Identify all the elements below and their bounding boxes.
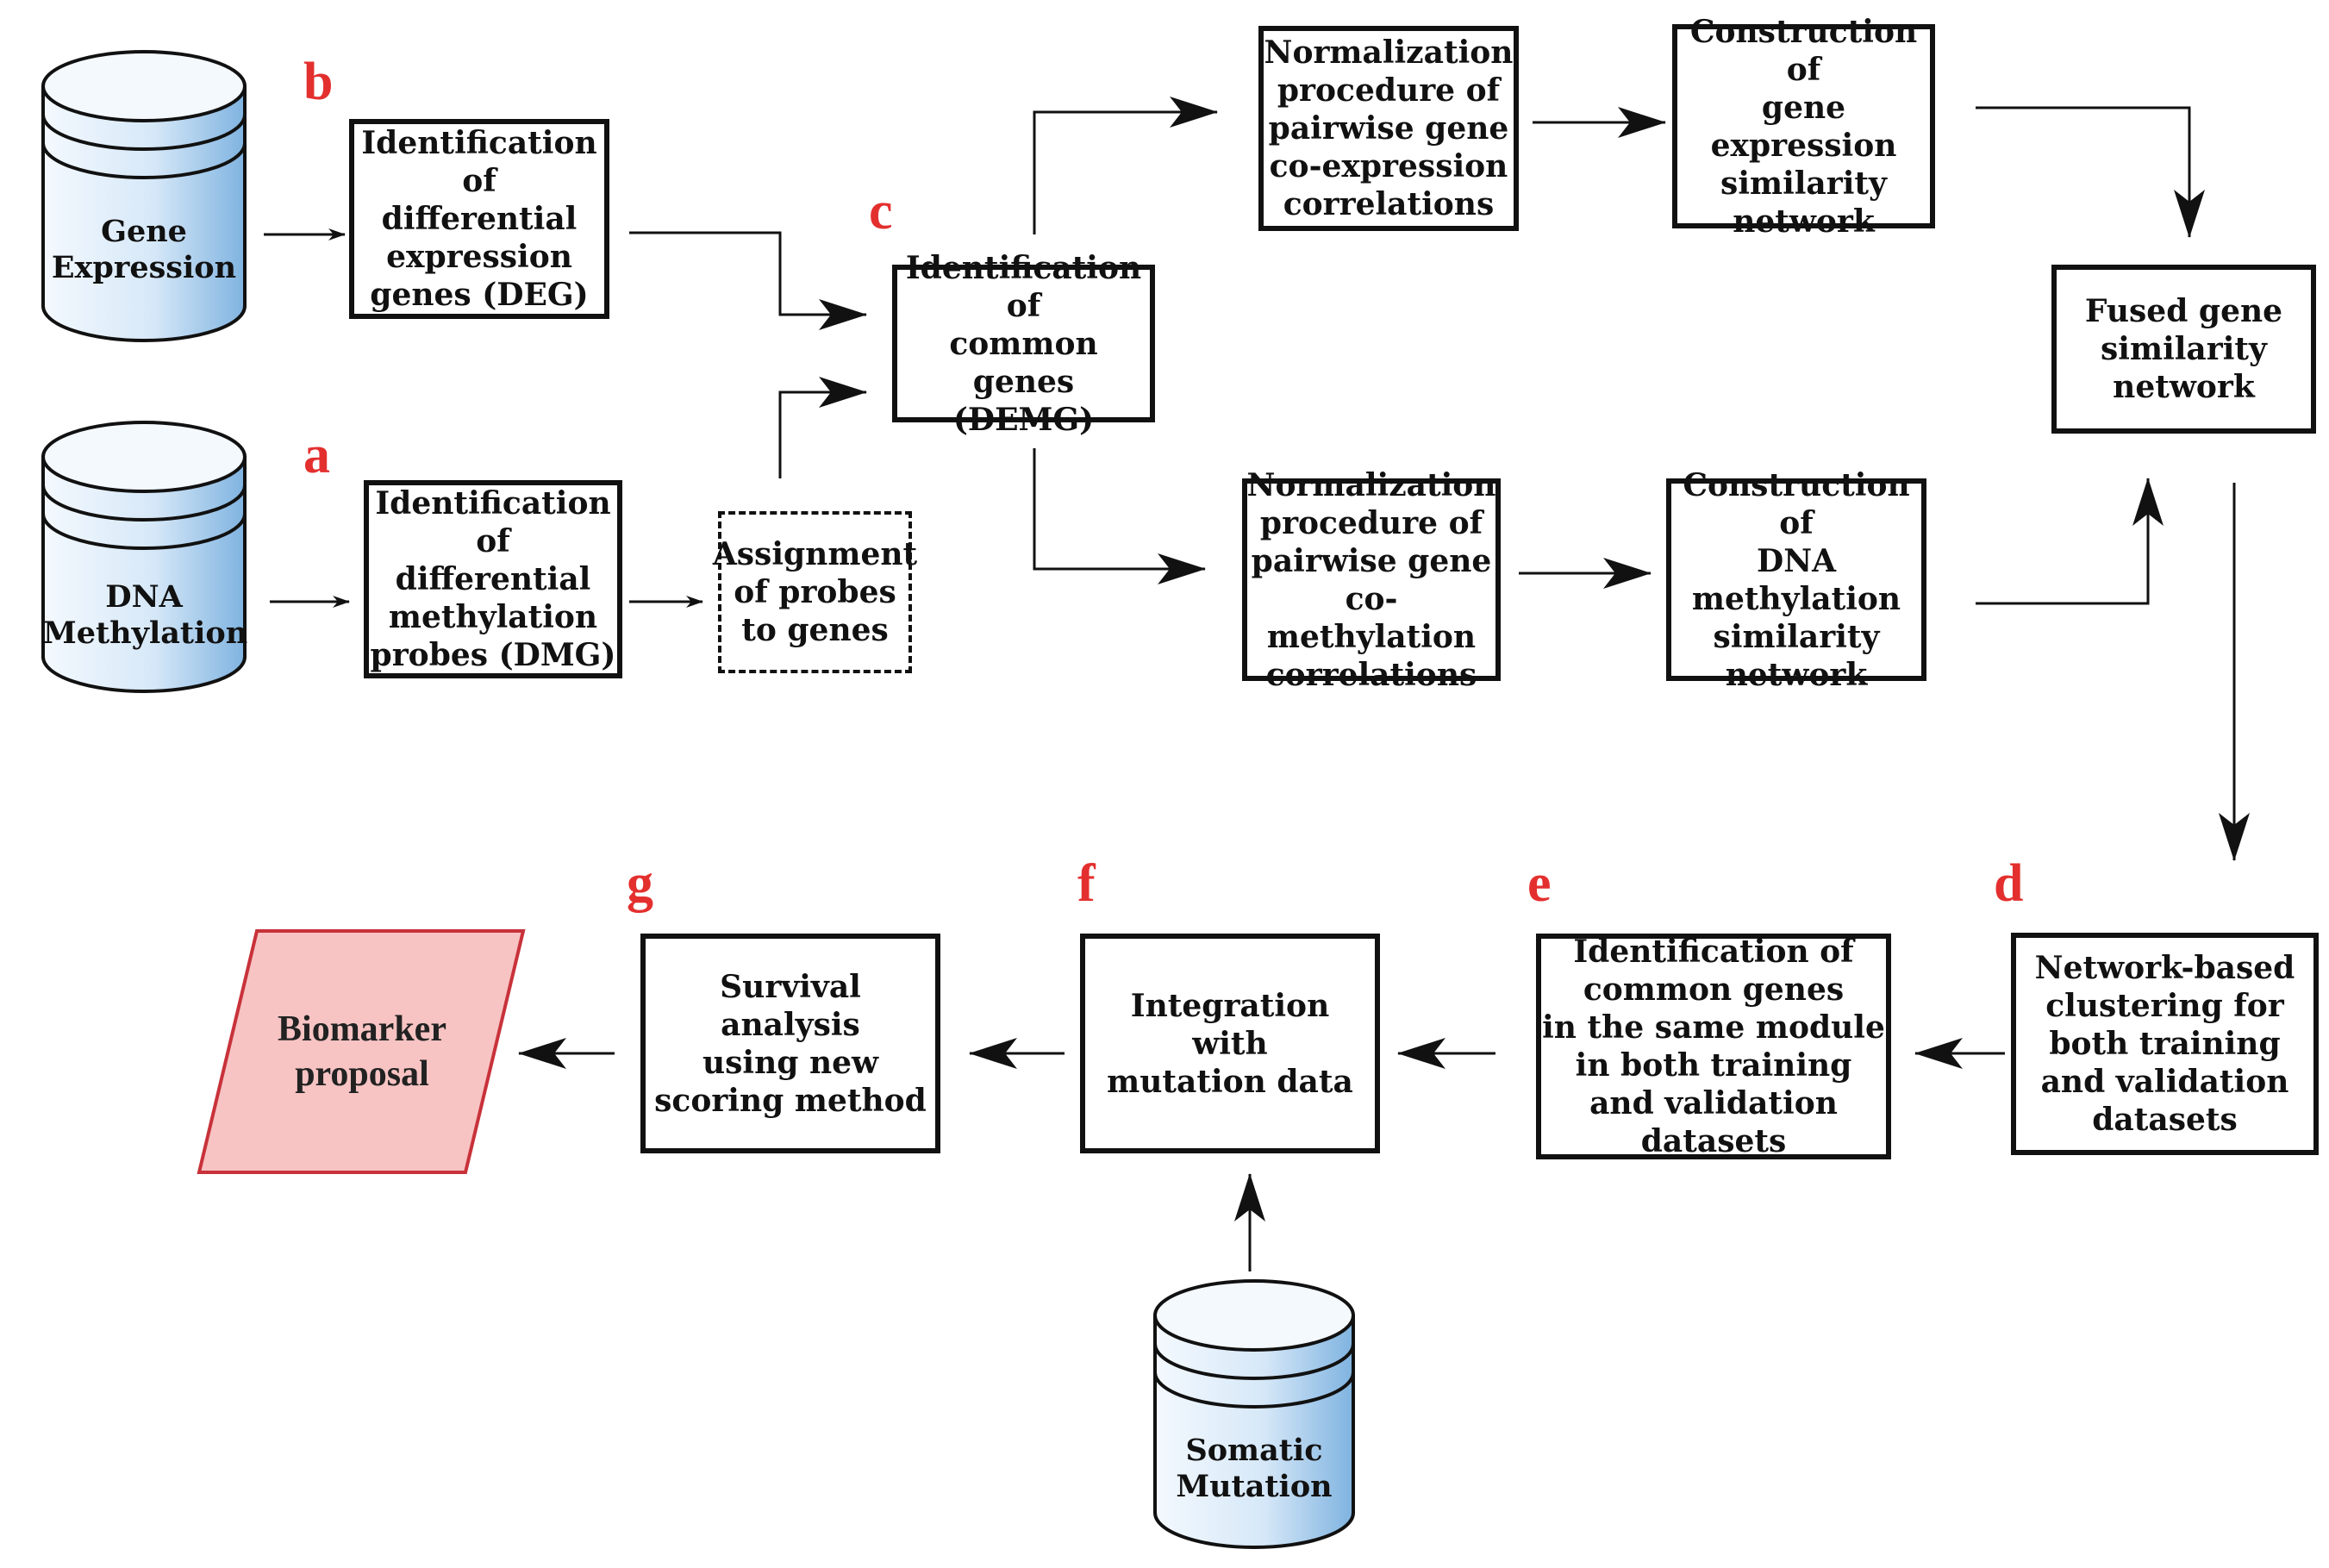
- step-letter-a: a: [303, 426, 330, 484]
- arrow-deg-to-demg: [629, 231, 867, 330]
- fused-network-box: Fused gene similarity network: [2051, 265, 2316, 434]
- step-letter-e: e: [1527, 854, 1552, 913]
- biomarker-parallelogram: [197, 929, 526, 1174]
- common-module-genes-box: Identification of common genes in the sa…: [1536, 934, 1891, 1159]
- expression-network-text: Construction of gene expression similari…: [1689, 13, 1918, 240]
- fused-network-text: Fused gene similarity network: [2084, 293, 2283, 405]
- mutation-integration-box: Integration with mutation data: [1080, 934, 1380, 1153]
- probe-assignment-box: Assignment of probes to genes: [713, 511, 917, 673]
- arrow-demg-to-norm-meth: [1033, 448, 1206, 584]
- mutation-integration-text: Integration with mutation data: [1107, 987, 1353, 1100]
- deg-identification-text: Identification of differential expressio…: [361, 125, 597, 313]
- common-module-genes-text: Identification of common genes in the sa…: [1542, 934, 1885, 1159]
- demg-common-genes-text: Identification of common genes (DEMG): [905, 249, 1142, 438]
- somatic-mutation-label: Somatic Mutation: [1176, 1433, 1333, 1504]
- step-letter-c: c: [869, 182, 893, 241]
- probe-assignment-text: Assignment of probes to genes: [712, 536, 918, 648]
- step-letter-d: d: [1994, 854, 2024, 913]
- network-clustering-box: Network-based clustering for both traini…: [2011, 933, 2319, 1155]
- comethylation-normalization-box: Normalization procedure of pairwise gene…: [1242, 467, 1501, 693]
- deg-identification-box: Identification of differential expressio…: [349, 119, 609, 319]
- coexpression-normalization-box: Normalization procedure of pairwise gene…: [1258, 26, 1519, 231]
- survival-analysis-text: Survival analysis using new scoring meth…: [654, 968, 927, 1119]
- gene-expression-database-icon: [41, 50, 247, 342]
- survival-analysis-box: Survival analysis using new scoring meth…: [640, 934, 940, 1153]
- arrow-net-meth-to-fused: [1976, 478, 2164, 605]
- somatic-mutation-database-icon: [1153, 1279, 1355, 1549]
- coexpression-normalization-text: Normalization procedure of pairwise gene…: [1264, 34, 1514, 222]
- dmg-identification-box: Identification of differential methylati…: [364, 480, 622, 678]
- dna-methylation-database-icon: [41, 421, 247, 693]
- dmg-identification-text: Identification of differential methylati…: [370, 485, 616, 673]
- step-letter-b: b: [303, 53, 334, 111]
- arrow-demg-to-norm-expr: [1033, 97, 1218, 234]
- expression-network-box: Construction of gene expression similari…: [1672, 14, 1935, 240]
- methylation-network-text: Construction of DNA methylation similari…: [1683, 466, 1910, 693]
- step-letter-g: g: [627, 854, 653, 913]
- arrow-assign-to-demg: [778, 377, 867, 478]
- network-clustering-text: Network-based clustering for both traini…: [2034, 950, 2295, 1138]
- methylation-network-box: Construction of DNA methylation similari…: [1666, 467, 1926, 693]
- step-letter-f: f: [1077, 854, 1096, 913]
- comethylation-normalization-text: Normalization procedure of pairwise gene…: [1246, 466, 1496, 693]
- gene-expression-label: Gene Expression: [51, 214, 237, 285]
- biomarker-proposal-label: Biomarker proposal: [278, 1009, 446, 1094]
- arrow-net-expr-to-fused: [1976, 106, 2205, 238]
- demg-common-genes-box: Identification of common genes (DEMG): [892, 250, 1155, 438]
- dna-methylation-label: DNA Methylation: [43, 579, 248, 651]
